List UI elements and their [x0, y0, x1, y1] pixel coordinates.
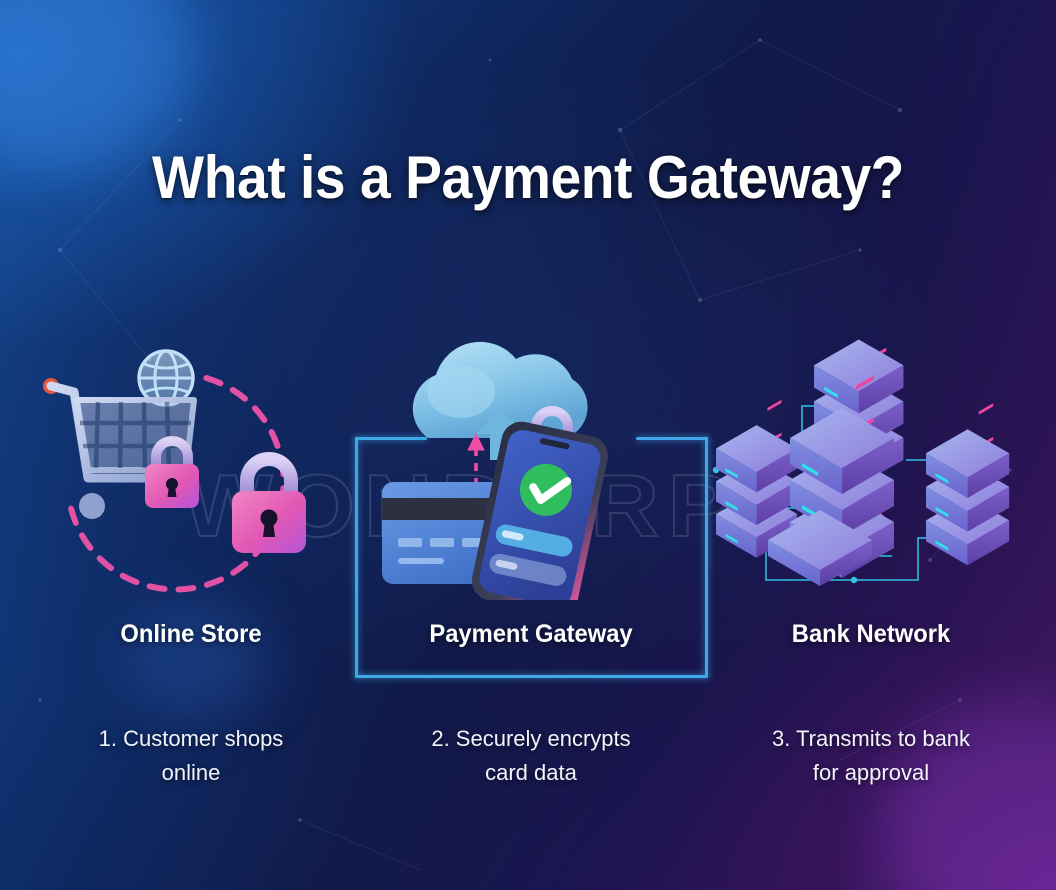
padlock-large-icon — [232, 452, 306, 553]
caption-line-1: 2. Securely encrypts — [431, 726, 631, 751]
payment-gateway-graphic — [382, 341, 608, 600]
bank-network-graphic — [712, 339, 1010, 586]
bank-network-illustration — [706, 330, 1036, 600]
smartphone-icon — [471, 421, 608, 600]
padlock-small-icon — [145, 436, 199, 508]
frame-edge-bottom — [355, 675, 708, 678]
column-online-store: Online Store 1. Customer shops online — [26, 330, 356, 785]
column-payment-gateway: Payment Gateway 2. Securely encrypts car… — [366, 330, 696, 785]
caption-payment-gateway: 2. Securely encrypts card data — [376, 722, 686, 790]
caption-line-2: online — [161, 760, 221, 785]
server-stack-icon — [790, 375, 894, 578]
online-store-graphic — [43, 349, 306, 593]
caption-line-2: card data — [485, 760, 577, 785]
success-check-icon — [519, 463, 572, 516]
server-stack-icon — [926, 403, 1010, 566]
globe-icon — [137, 349, 195, 407]
label-bank-network: Bank Network — [791, 620, 951, 648]
server-base-slab — [768, 510, 872, 586]
online-store-illustration — [26, 330, 356, 600]
column-bank-network: Bank Network 3. Transmits to bank for ap… — [706, 330, 1036, 785]
label-payment-gateway: Payment Gateway — [429, 620, 633, 648]
dashed-arc-icon — [66, 374, 287, 593]
glow-mid-left — [120, 600, 270, 720]
upload-arrow-icon — [476, 408, 524, 460]
caption-line-2: for approval — [812, 760, 930, 785]
payment-gateway-illustration — [366, 330, 696, 600]
caption-bank-network: 3. Transmits to bank for approval — [716, 722, 1026, 790]
caption-online-store: 1. Customer shops online — [36, 722, 346, 790]
caption-line-1: 1. Customer shops — [98, 726, 284, 751]
label-online-store: Online Store — [120, 620, 262, 648]
caption-line-1: 3. Transmits to bank — [771, 726, 971, 751]
page-title: What is a Payment Gateway? — [152, 144, 904, 211]
